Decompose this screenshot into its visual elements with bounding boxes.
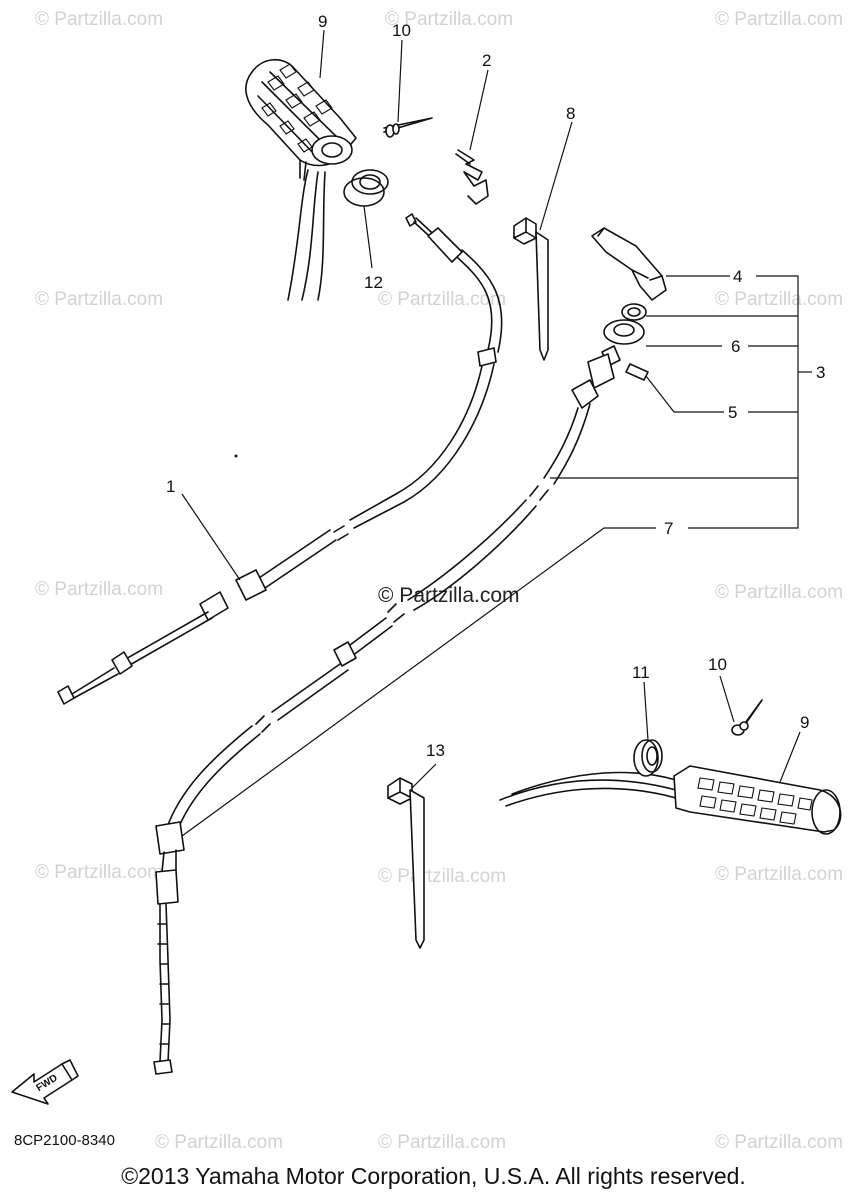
band-13 [387,777,425,949]
pin-bottom [731,699,763,736]
watermark: © Partzilla.com [715,1132,843,1153]
clip-2 [455,149,489,205]
fwd-arrow-icon: FWD [11,1059,79,1105]
callout-7: 7 [664,519,673,538]
pin-top [383,117,433,138]
speck [234,454,238,458]
callout-2: 2 [482,51,491,70]
pin-5 [625,363,649,381]
watermark: © Partzilla.com [385,9,513,30]
watermark: © Partzilla.com [378,866,506,887]
housing-4 [591,227,667,301]
callout-11: 11 [632,663,650,682]
cable-1 [57,213,503,705]
cable-7 [153,345,621,1075]
callout-9-bottom: 9 [800,713,809,732]
copyright-notice: ©2013 Yamaha Motor Corporation, U.S.A. A… [121,1163,746,1189]
watermark: © Partzilla.com [378,289,506,310]
watermark-layer: © Partzilla.com © Partzilla.com © Partzi… [35,9,843,1153]
part-code: 8CP2100-8340 [14,1132,115,1149]
watermark: © Partzilla.com [35,289,163,310]
callout-13: 13 [426,741,445,760]
washer-6 [603,303,647,345]
callout-10-bottom: 10 [708,655,727,674]
callout-1: 1 [166,477,175,496]
callout-5: 5 [728,403,737,422]
callout-numbers: 9 10 2 8 12 4 6 3 5 7 1 11 10 9 13 [166,12,825,760]
callout-8: 8 [566,104,575,123]
callout-4: 4 [733,267,742,286]
watermark: © Partzilla.com [715,9,843,30]
watermark-center: © Partzilla.com [378,584,520,607]
callout-3: 3 [816,363,825,382]
watermark: © Partzilla.com [715,289,843,310]
right-grip [499,765,842,835]
watermark: © Partzilla.com [35,579,163,600]
watermark: © Partzilla.com [35,862,163,883]
watermark: © Partzilla.com [35,9,163,30]
left-grip [245,59,357,301]
leader-lines [181,29,812,837]
callout-6: 6 [731,337,740,356]
callout-12: 12 [364,273,383,292]
watermark: © Partzilla.com [378,1132,506,1153]
callout-9-top: 9 [318,12,327,31]
watermark: © Partzilla.com [715,582,843,603]
collar-12 [343,169,389,207]
band-8 [513,217,549,361]
callout-10-top: 10 [392,21,411,40]
collar-11 [633,739,663,777]
watermark: © Partzilla.com [715,864,843,885]
watermark: © Partzilla.com [155,1132,283,1153]
